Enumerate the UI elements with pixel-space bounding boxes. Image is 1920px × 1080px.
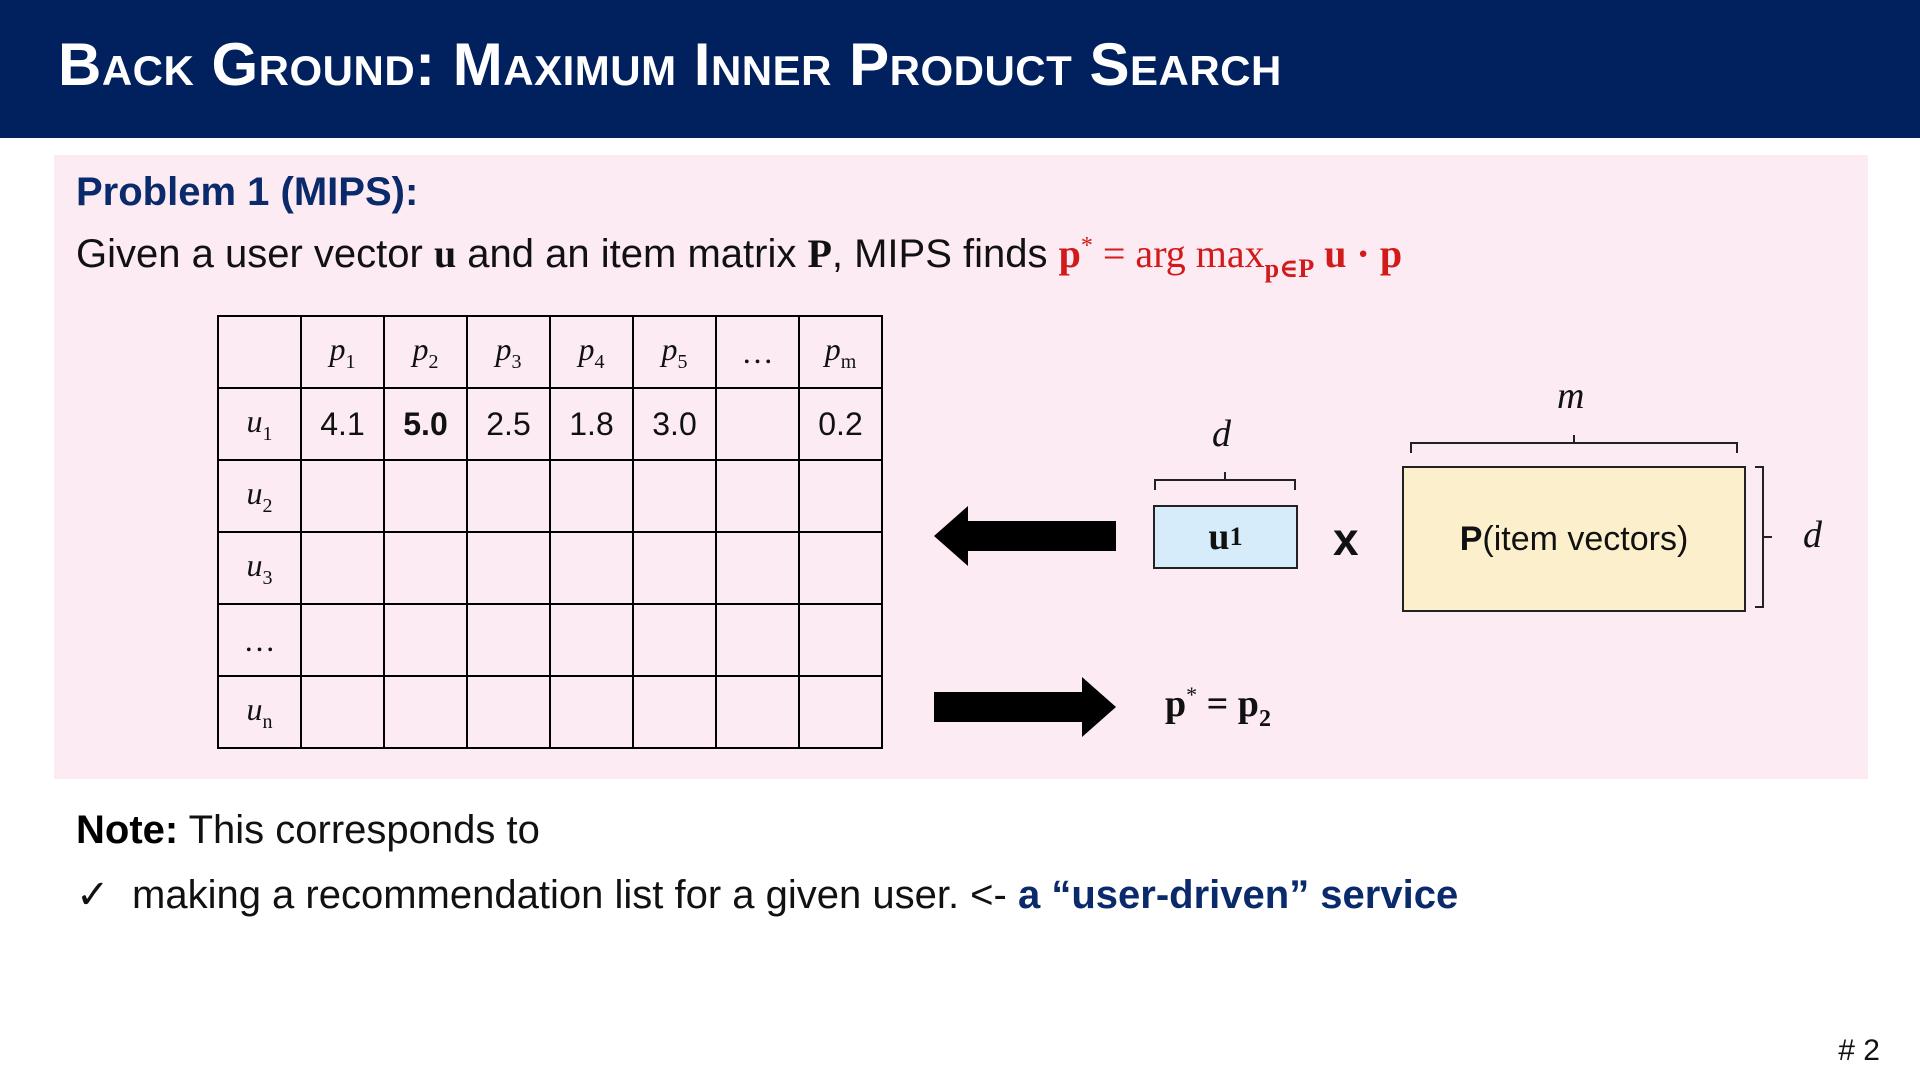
result-formula: p* = p2 (1165, 682, 1271, 732)
row-header: … (217, 603, 302, 677)
matrix-cell: 0.2 (798, 387, 883, 461)
row-header: u2 (217, 459, 302, 533)
matrix-row: u2 (217, 459, 883, 533)
score-matrix: p1 p2 p3 p4 p5 … pm u1 4.1 5.0 2.5 1.8 3… (217, 315, 883, 749)
matrix-cell: 3.0 (632, 387, 717, 461)
matrix-row: u1 4.1 5.0 2.5 1.8 3.0 0.2 (217, 387, 883, 461)
matrix-row: … (217, 603, 883, 677)
header-bar (0, 0, 1920, 138)
user-driven-highlight: a “user-driven” service (1017, 873, 1459, 917)
matrix-cell: 4.1 (300, 387, 385, 461)
matrix-cell (715, 387, 800, 461)
checkmark-icon: ✓ (76, 873, 110, 917)
col-header: p1 (300, 315, 385, 389)
page-number: # 2 (1838, 1034, 1880, 1067)
matrix-row: un (217, 675, 883, 749)
left-arrow-icon (934, 506, 1116, 566)
col-header: p5 (632, 315, 717, 389)
right-arrow-icon (934, 677, 1116, 737)
col-header: … (715, 315, 800, 389)
col-header: p3 (466, 315, 551, 389)
row-header: u1 (217, 387, 302, 461)
d-label-top: d (1212, 413, 1231, 455)
m-brace-icon (1410, 435, 1738, 453)
problem-statement: Given a user vector u and an item matrix… (76, 231, 1403, 283)
note-bullet: ✓making a recommendation list for a give… (76, 873, 1459, 917)
matrix-row: u3 (217, 531, 883, 605)
multiply-sign: x (1333, 513, 1359, 565)
col-header: p2 (383, 315, 468, 389)
d-brace-icon (1154, 472, 1296, 490)
d-label-side: d (1803, 514, 1822, 556)
col-header: pm (798, 315, 883, 389)
mips-formula: p* = arg maxp∈P u · p (1058, 231, 1403, 283)
col-header: p4 (549, 315, 634, 389)
note-line: Note: This corresponds to (76, 808, 540, 852)
matrix-header-row: p1 p2 p3 p4 p5 … pm (217, 315, 883, 389)
m-label-top: m (1557, 375, 1585, 417)
row-header: un (217, 675, 302, 749)
item-matrix-box: P (item vectors) (1402, 466, 1746, 612)
slide-title: Back Ground: Maximum Inner Product Searc… (58, 31, 1282, 98)
matrix-cell: 2.5 (466, 387, 551, 461)
row-header: u3 (217, 531, 302, 605)
problem-title: Problem 1 (MIPS): (76, 170, 419, 214)
matrix-cell-max: 5.0 (383, 387, 468, 461)
side-brace-icon (1755, 466, 1772, 608)
matrix-corner-cell (217, 315, 302, 389)
matrix-cell: 1.8 (549, 387, 634, 461)
